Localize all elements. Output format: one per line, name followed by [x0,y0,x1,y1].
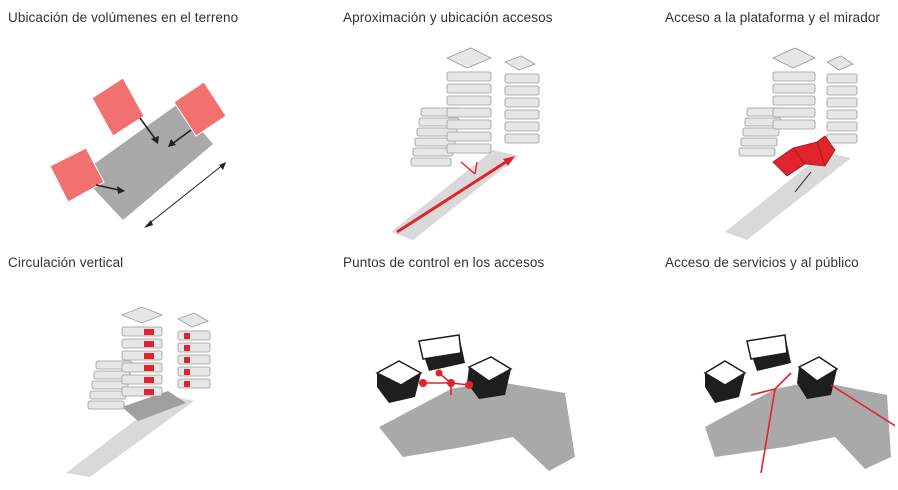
panel-approach-access: Aproximación y ubicación accesos [343,10,633,245]
access-branch [460,161,476,175]
diagram-volume-placement [49,77,227,228]
terrain-slope [725,152,851,240]
red-volume-right [173,81,227,137]
panel-title: Puntos de control en los accesos [343,255,545,270]
tower-right-stack [504,55,540,144]
panel-service-public-access: Acceso de servicios y al público [665,255,898,490]
panel-title: Acceso a la plataforma y el mirador [665,10,881,25]
platform-lookout-volume [772,135,836,177]
terrain-plan [379,381,575,471]
panel-title: Circulación vertical [8,255,124,270]
diagram-approach-access [391,47,540,240]
terrain-slope [66,395,194,477]
vertical-core-center [144,329,154,395]
diagram-control-points [375,334,575,471]
red-volume-left [49,147,105,203]
access-routes [750,372,895,474]
terrain-plot [80,104,213,220]
platform-gray [122,391,186,421]
arrow-right [171,129,192,145]
panel-volume-placement: Ubicación de volúmenes en el terreno [8,10,298,245]
panel-title: Aproximación y ubicación accesos [343,10,553,25]
diagram-vertical-circulation [66,306,211,477]
tower-right-stack [826,55,858,144]
panel-title: Acceso de servicios y al público [665,255,859,270]
length-dimension [145,163,225,227]
red-volume-top [91,77,145,137]
arrow-top [139,117,157,141]
access-branch [474,161,478,175]
panel-platform-lookout: Acceso a la plataforma y el mirador [665,10,898,245]
access-line [794,171,812,193]
tower-center-stack [446,47,492,154]
tower-center-stack [120,306,164,397]
control-point-markers [419,369,473,389]
tower-center-stack [772,47,816,130]
tower-right-stack [177,312,211,389]
diagram-service-public-access [703,334,895,474]
panel-control-points: Puntos de control en los accesos [343,255,633,490]
diagram-platform-lookout [725,47,858,240]
approach-route [396,158,510,234]
vertical-core-right [184,333,190,387]
arrow-left [95,184,120,191]
panel-title: Ubicación de volúmenes en el terreno [8,10,239,25]
terrain-plan [705,381,891,469]
panel-vertical-circulation: Circulación vertical [8,255,298,490]
